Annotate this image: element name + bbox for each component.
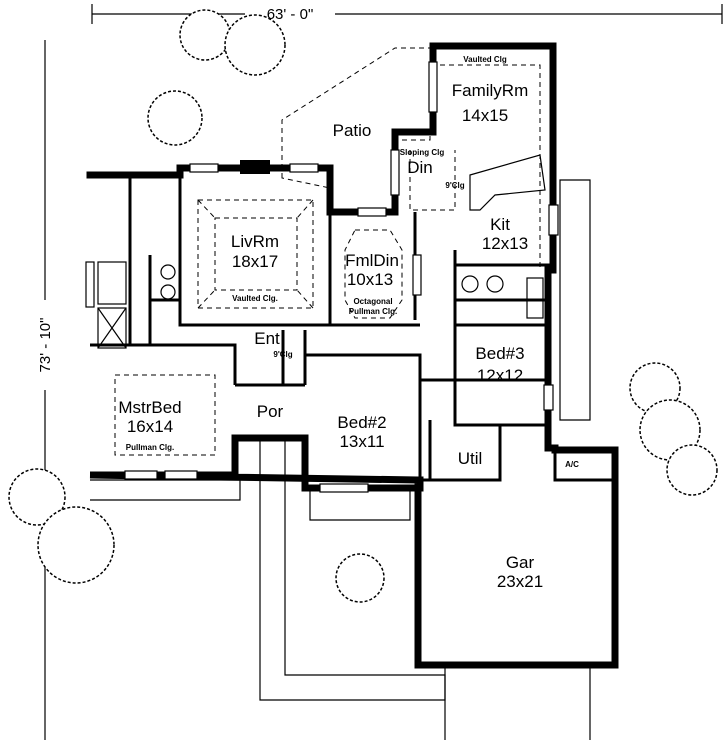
- dining-label: Din: [407, 158, 433, 177]
- garage-label: Gar: [506, 553, 535, 572]
- kitchen-label: Kit: [490, 215, 510, 234]
- kitchen-size: 12x13: [482, 234, 528, 253]
- ac-label: A/C: [565, 460, 579, 469]
- interior-walls: [90, 168, 615, 488]
- family-room-size: 14x15: [462, 106, 508, 125]
- bedroom2-label: Bed#2: [337, 413, 386, 432]
- room-labels: Patio Vaulted Clg FamilyRm 14x15 Sloping…: [118, 55, 579, 591]
- entry-ceiling-note: 9'Clg: [273, 350, 292, 359]
- bath-fixtures: [97, 261, 544, 349]
- entry-label: Ent: [254, 329, 280, 348]
- living-room-size: 18x17: [232, 252, 278, 271]
- ceiling-outlines: [114, 64, 541, 456]
- garage-size: 23x21: [497, 572, 543, 591]
- driveway: [444, 665, 591, 740]
- living-room-label: LivRm: [231, 232, 279, 251]
- planter-bed: [559, 179, 591, 421]
- planter-bed-bed2: [309, 489, 411, 521]
- trees: [8, 9, 718, 603]
- formal-dining-ceiling: Pullman Clg.: [349, 307, 397, 316]
- family-ceiling-note: Vaulted Clg: [463, 55, 507, 64]
- family-room-label: FamilyRm: [452, 81, 529, 100]
- master-bedroom-size: 16x14: [127, 417, 173, 436]
- bedroom2-size: 13x11: [339, 432, 384, 451]
- depth-dimension: 73' - 10": [33, 40, 55, 740]
- dining-ceiling-height: 9'Clg: [445, 181, 464, 190]
- formal-dining-label: FmlDin: [345, 251, 399, 270]
- bedroom3-size: 12x12: [477, 366, 523, 385]
- master-bedroom-label: MstrBed: [118, 398, 181, 417]
- formal-dining-note: Octagonal: [353, 297, 392, 306]
- utility-label: Util: [458, 449, 483, 468]
- depth-dimension-label: 73' - 10": [37, 318, 54, 373]
- dining-ceiling-note: Sloping Clg: [400, 148, 445, 157]
- patio-label: Patio: [333, 121, 372, 140]
- width-dimension-label: 63' - 0": [267, 6, 314, 23]
- windows: [85, 61, 559, 493]
- formal-dining-size: 10x13: [347, 270, 393, 289]
- porch-label: Por: [257, 402, 284, 421]
- living-ceiling-note: Vaulted Clg.: [232, 294, 278, 303]
- planter-bed-front: [90, 479, 241, 501]
- bedroom3-label: Bed#3: [475, 344, 524, 363]
- master-ceiling-note: Pullman Clg.: [126, 443, 174, 452]
- kitchen-counter: [469, 154, 546, 211]
